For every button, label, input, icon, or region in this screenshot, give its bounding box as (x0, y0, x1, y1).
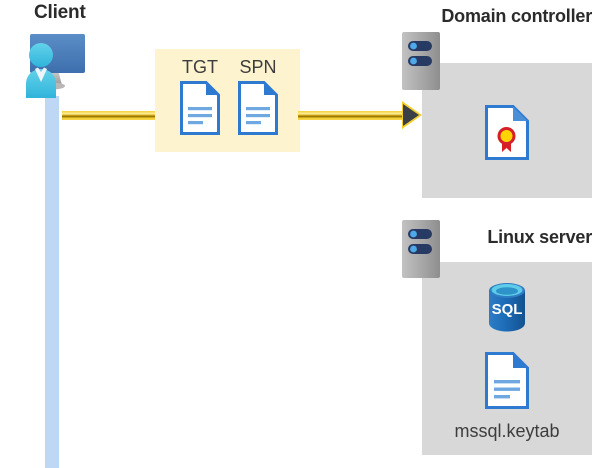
domain-controller-title: Domain controller (441, 6, 592, 26)
document-icon (485, 352, 529, 409)
sql-icon-label: SQL (492, 301, 523, 318)
token-tgt-label: TGT (182, 57, 218, 77)
flow-arrow-segment-right (298, 111, 406, 120)
client-computer-icon (8, 28, 94, 98)
certificate-document-icon (485, 105, 529, 160)
token-spn: SPN (229, 56, 287, 135)
token-spn-label: SPN (239, 57, 277, 77)
token-tgt: TGT (171, 56, 229, 135)
flow-arrow-segment-left (62, 111, 157, 120)
linux-server-title: Linux server (487, 227, 592, 247)
document-icon (238, 81, 278, 135)
client-lifeline-bar (45, 96, 59, 468)
flow-arrow-head-icon (403, 104, 419, 126)
server-rack-icon (402, 220, 440, 283)
sql-database-icon: SQL (484, 281, 530, 333)
keytab-file-label: mssql.keytab (454, 421, 560, 441)
server-rack-icon (402, 32, 440, 95)
token-panel: TGT SPN (155, 49, 300, 152)
client-label: Client (34, 2, 86, 23)
document-icon (180, 81, 220, 135)
